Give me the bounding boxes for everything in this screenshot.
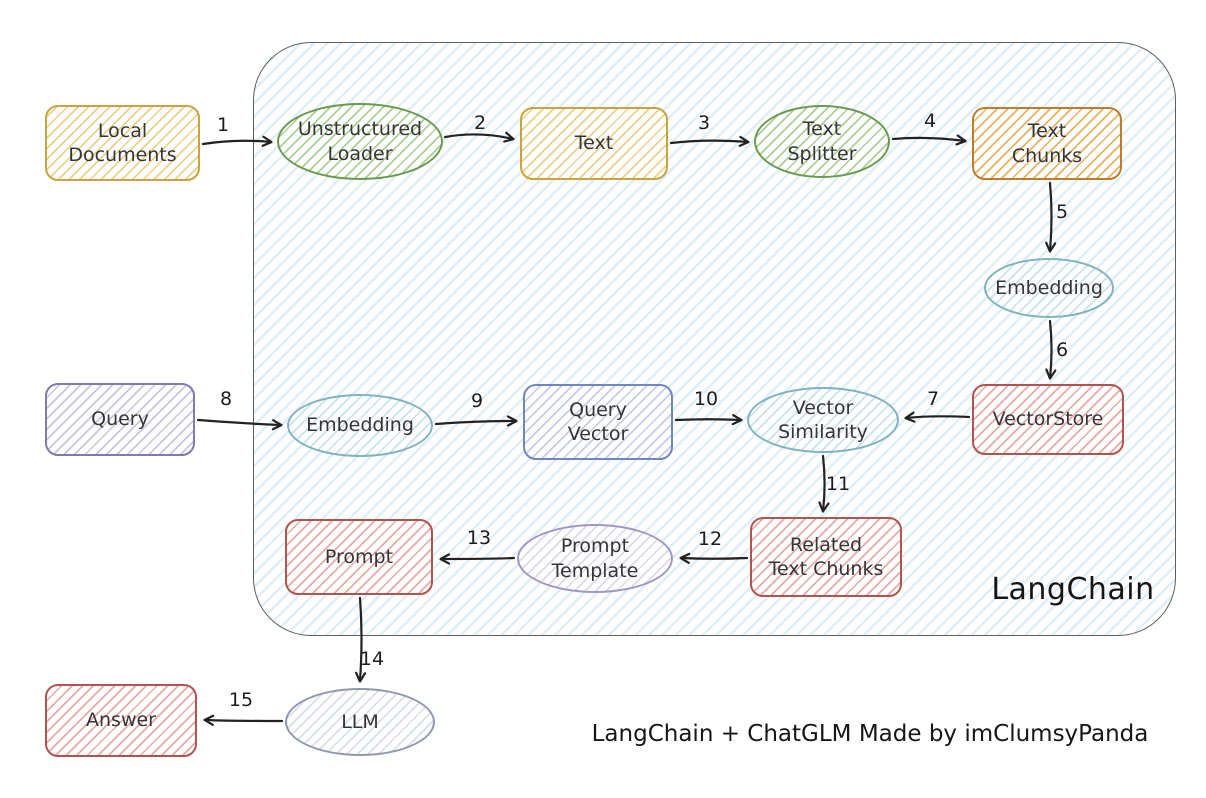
node-label: Local Documents	[68, 119, 177, 166]
node-label: Related Text Chunks	[768, 533, 884, 580]
edge-label-1: 1	[216, 114, 230, 136]
node-label: Text Splitter	[787, 118, 857, 165]
node-query: Query	[45, 383, 195, 456]
node-vectorstore: VectorStore	[972, 384, 1124, 455]
edge-label-12: 12	[697, 528, 723, 550]
caption: LangChain + ChatGLM Made by imClumsyPand…	[591, 721, 1149, 747]
edge-label-8: 8	[219, 388, 233, 410]
edge-label-13: 13	[466, 527, 492, 549]
node-embedding-query: Embedding	[287, 394, 433, 457]
edge-label-10: 10	[693, 388, 719, 410]
edge-label-11: 11	[825, 473, 851, 495]
node-label: Answer	[86, 709, 156, 732]
node-label: Prompt	[324, 545, 394, 568]
node-prompt-template: Prompt Template	[517, 524, 673, 593]
node-label: LLM	[341, 710, 379, 733]
node-label: Embedding	[995, 276, 1103, 299]
node-query-vector: Query Vector	[523, 384, 673, 460]
node-text-splitter: Text Splitter	[754, 105, 890, 178]
edge-label-3: 3	[697, 112, 711, 134]
edge-label-2: 2	[473, 112, 487, 134]
node-vector-similarity: Vector Similarity	[747, 387, 899, 453]
node-label: Embedding	[306, 414, 414, 437]
edge-label-4: 4	[923, 110, 937, 132]
node-text: Text	[520, 107, 668, 180]
node-local-documents: Local Documents	[45, 105, 200, 181]
edge-label-6: 6	[1055, 339, 1069, 361]
node-label: Prompt Template	[551, 535, 639, 582]
node-label: Text	[574, 132, 614, 155]
node-answer: Answer	[45, 684, 197, 757]
edge-label-15: 15	[228, 689, 254, 711]
node-label: VectorStore	[992, 408, 1104, 431]
langchain-title: LangChain	[991, 572, 1155, 607]
edge-label-14: 14	[359, 648, 385, 670]
node-embedding-docs: Embedding	[984, 258, 1114, 318]
node-label: Vector Similarity	[778, 396, 868, 443]
node-llm: LLM	[285, 688, 435, 756]
node-label: Unstructured Loader	[297, 118, 423, 165]
node-label: Text Chunks	[1011, 120, 1083, 167]
node-label: Query Vector	[567, 398, 629, 445]
node-label: Query	[91, 408, 149, 431]
node-text-chunks: Text Chunks	[972, 107, 1122, 180]
edge-label-7: 7	[926, 388, 940, 410]
edge-label-5: 5	[1055, 201, 1069, 223]
arrow-15	[203, 714, 284, 726]
edge-label-9: 9	[470, 390, 484, 412]
node-prompt: Prompt	[285, 519, 433, 595]
node-related-text-chunks: Related Text Chunks	[750, 517, 902, 597]
node-unstructured-loader: Unstructured Loader	[277, 103, 443, 180]
